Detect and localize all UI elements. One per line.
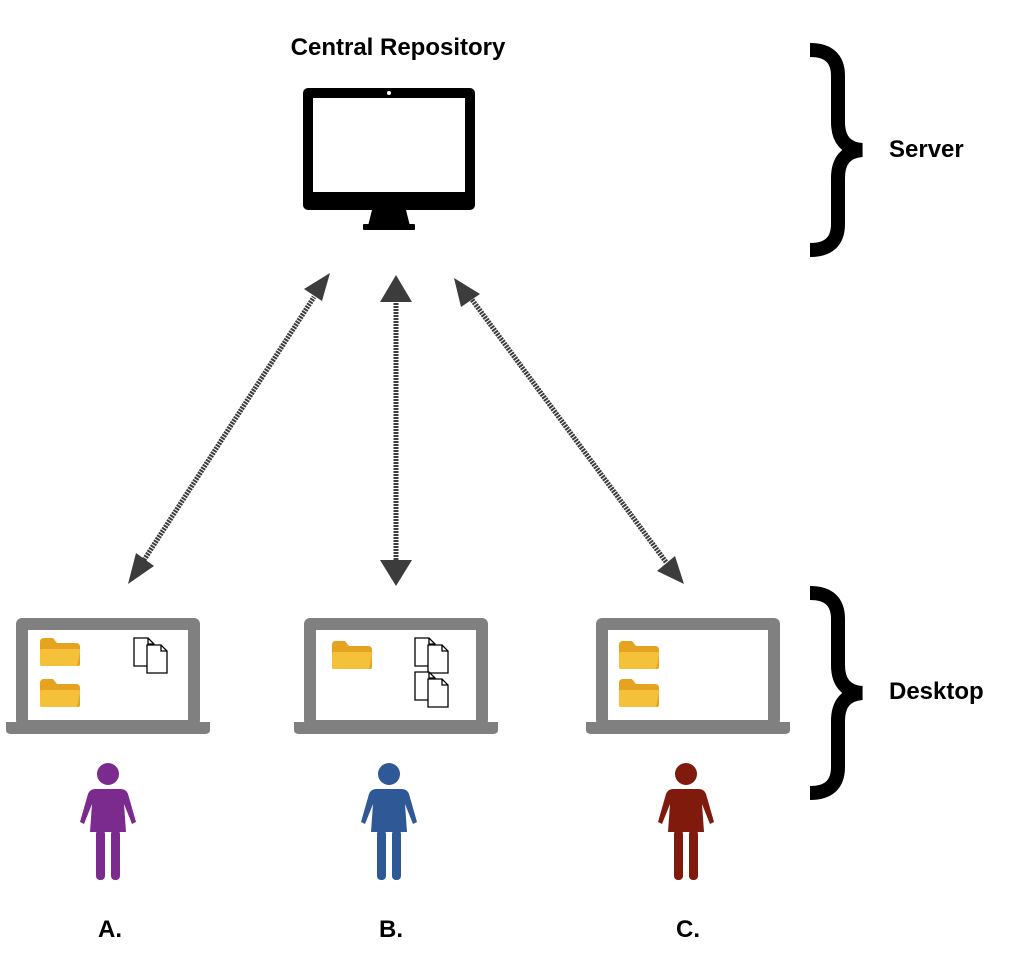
laptop-a [6, 618, 210, 734]
user-label-c: C. [676, 916, 700, 943]
user-label-b: B. [379, 916, 403, 943]
laptop-icon [294, 618, 498, 734]
user-label-a: A. [98, 916, 122, 943]
person-icon-a [80, 763, 136, 880]
person-icon-c [658, 763, 714, 880]
person-icon-b [361, 763, 417, 880]
laptop-b [294, 618, 498, 734]
sync-arrow-c [454, 278, 684, 584]
server-brace-icon [810, 50, 862, 250]
server-label: Server [889, 136, 964, 163]
laptop-icon [586, 618, 790, 734]
laptop-icon [6, 618, 210, 734]
central-repository-title: Central Repository [291, 34, 506, 61]
monitor-icon [303, 88, 475, 230]
sync-arrow-b [380, 275, 412, 586]
laptop-c [586, 618, 790, 734]
desktop-brace-icon [810, 593, 862, 793]
desktop-label: Desktop [889, 678, 984, 705]
sync-arrow-a [128, 273, 330, 584]
